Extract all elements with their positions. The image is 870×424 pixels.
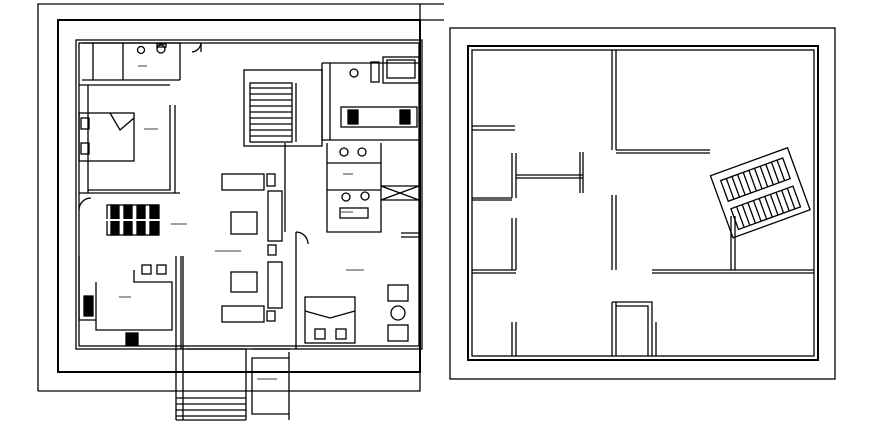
bed-icon [304, 296, 356, 344]
outer-wall [57, 19, 421, 373]
dining-table-icon [105, 204, 161, 236]
right-interior-walls [472, 50, 814, 356]
chair-icon [141, 264, 167, 275]
first-floor-plan [449, 27, 836, 380]
bed-icon [78, 112, 135, 162]
chair-icon [387, 284, 409, 342]
label-marks [119, 65, 364, 380]
toilet-icon [136, 43, 167, 55]
ground-floor-plan [37, 3, 444, 421]
right-outer-boundary [449, 27, 836, 380]
bath-1-walls [82, 42, 181, 81]
inner-wall [75, 39, 423, 350]
toilet-icon [339, 147, 370, 219]
sofa-icon [221, 173, 283, 323]
right-outer-wall [467, 45, 819, 361]
bedroom-walls [79, 84, 180, 194]
bath-2-walls [326, 143, 420, 233]
stair-icon [709, 146, 811, 239]
stair-icon [243, 69, 323, 147]
kitchen-counter [78, 256, 173, 331]
gym-equipment-icon [340, 56, 420, 128]
porch-steps [175, 349, 290, 421]
